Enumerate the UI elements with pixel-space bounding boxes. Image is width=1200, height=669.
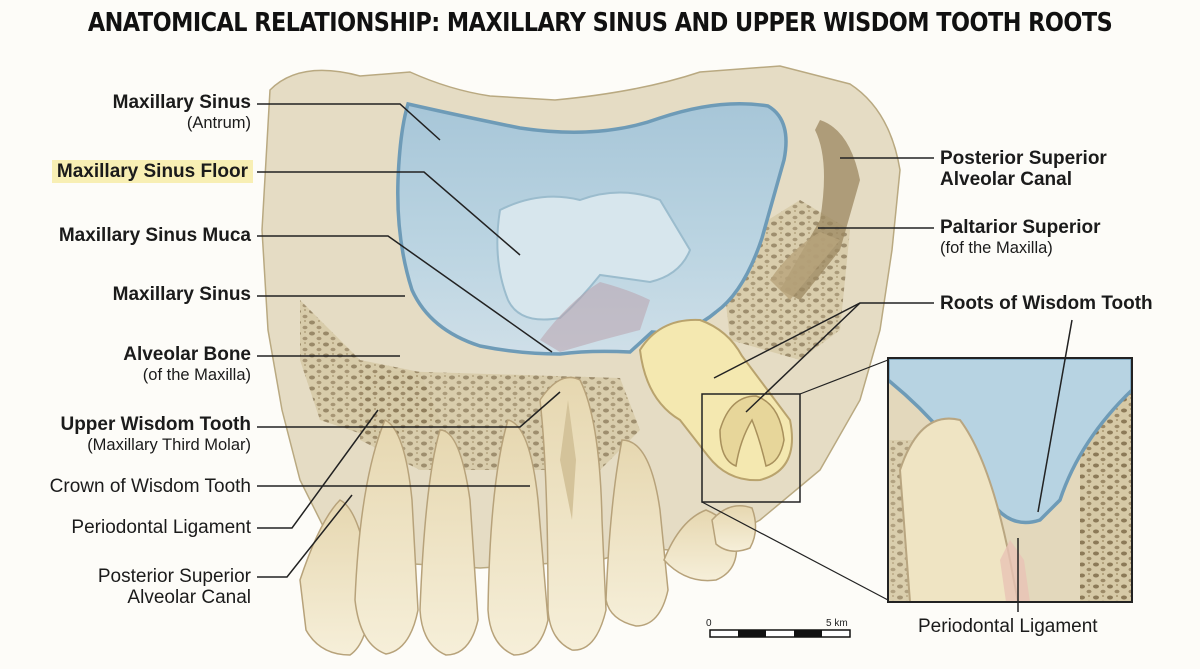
label-sub: Alveolar Canal — [940, 169, 1072, 190]
label-main: Maxillary Sinus Floor — [51, 160, 253, 183]
label-paltarior-superior: Paltarior Superior (fof the Maxilla) — [940, 217, 1101, 259]
label-main: Posterior Superior — [940, 148, 1107, 169]
sinus-inner-cavity — [496, 191, 692, 321]
scale-bar — [709, 629, 851, 638]
label-sub: (of the Maxilla) — [142, 366, 251, 384]
tooth-5 — [605, 439, 669, 627]
label-sub: (Maxillary Third Molar) — [87, 436, 251, 454]
leader-roots-inset — [1037, 319, 1073, 513]
label-crown-of-wisdom-tooth: Crown of Wisdom Tooth — [50, 476, 251, 497]
upper-wisdom-tooth — [638, 318, 793, 482]
diagram-title: ANATOMICAL RELATIONSHIP: MAXILLARY SINUS… — [87, 8, 1113, 38]
label-main: Alveolar Bone — [123, 344, 251, 365]
tooth-root-canal — [560, 400, 576, 520]
label-main: Upper Wisdom Tooth — [60, 414, 251, 435]
label-sub: (fof the Maxilla) — [940, 239, 1053, 257]
inset-frame — [887, 357, 1133, 603]
label-main: Periodontal Ligament — [71, 517, 251, 538]
label-sub: Alveolar Canal — [127, 587, 251, 608]
label-posterior-superior-alveolar-canal-left: Posterior Superior Alveolar Canal — [98, 566, 251, 608]
label-inset-periodontal-ligament: Periodontal Ligament — [918, 616, 1098, 637]
inset-detail — [888, 358, 1132, 602]
leader-periodontal-ligament — [257, 409, 379, 529]
scale-start-label: 0 — [706, 618, 712, 629]
tooth-7 — [711, 505, 757, 552]
sinus-mucosa-fold — [540, 282, 650, 352]
label-main: Periodontal Ligament — [918, 616, 1098, 637]
label-main: Maxillary Sinus — [112, 284, 251, 305]
leader-lines — [257, 103, 1073, 612]
leader-maxillary-sinus-antrum — [257, 103, 441, 141]
zoom-connector-top — [799, 359, 889, 395]
zoom-connector-bottom — [701, 501, 889, 601]
wisdom-tooth-roots — [719, 395, 785, 468]
label-alveolar-bone: Alveolar Bone (of the Maxilla) — [123, 344, 251, 386]
label-main: Crown of Wisdom Tooth — [49, 476, 251, 497]
scale-end-label: 5 km — [826, 618, 848, 629]
label-main: Posterior Superior — [97, 566, 251, 587]
label-maxillary-sinus-floor: Maxillary Sinus Floor — [51, 160, 253, 183]
tooth-4 — [487, 419, 549, 656]
label-roots-of-wisdom-tooth: Roots of Wisdom Tooth — [940, 293, 1153, 314]
label-periodontal-ligament: Periodontal Ligament — [71, 517, 251, 538]
label-maxillary-sinus-muca: Maxillary Sinus Muca — [59, 225, 251, 246]
zoom-region-box — [701, 393, 801, 503]
label-maxillary-sinus-antrum: Maxillary Sinus (Antrum) — [113, 92, 251, 134]
leader-roots-b — [745, 302, 861, 413]
label-sub: (Antrum) — [186, 114, 251, 132]
palatine-process-band — [770, 232, 840, 300]
label-main: Paltarior Superior — [940, 217, 1101, 238]
label-maxillary-sinus: Maxillary Sinus — [113, 284, 251, 305]
label-main: Maxillary Sinus — [112, 92, 251, 113]
tooth-2 — [354, 418, 419, 655]
dentition — [299, 376, 757, 656]
label-upper-wisdom-tooth: Upper Wisdom Tooth (Maxillary Third Mola… — [60, 414, 251, 456]
leader-sinus-floor — [257, 171, 521, 256]
label-main: Maxillary Sinus Muca — [58, 225, 251, 246]
label-main: Roots of Wisdom Tooth — [940, 293, 1153, 314]
label-posterior-superior-alveolar-canal-right: Posterior Superior Alveolar Canal — [940, 148, 1107, 190]
tooth-molar — [539, 376, 607, 651]
leader-upper-wisdom-tooth — [257, 391, 561, 428]
leader-posterior-superior-left — [257, 494, 353, 578]
leader-sinus-mucosa — [257, 235, 553, 353]
